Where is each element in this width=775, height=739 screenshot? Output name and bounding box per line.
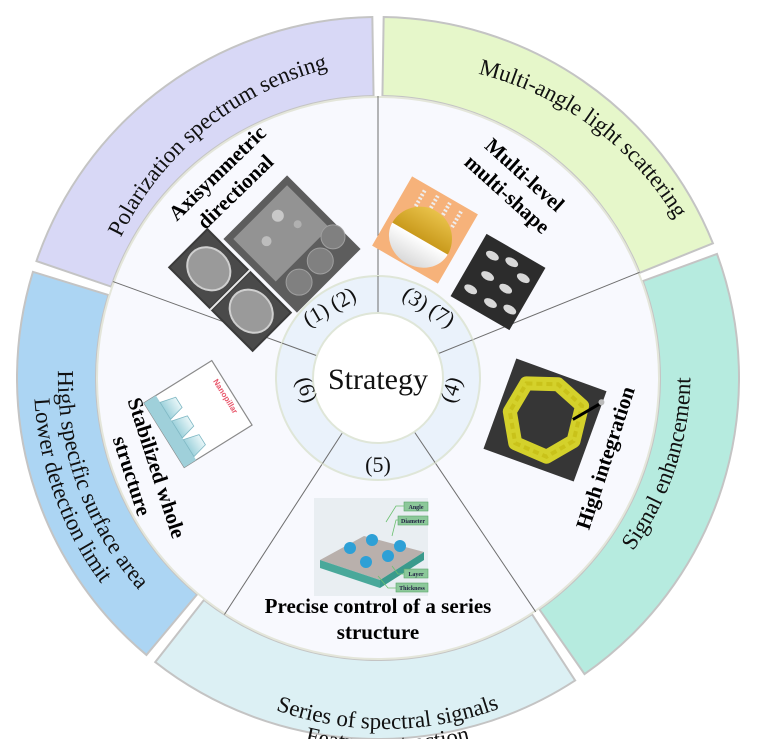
ring-dividers bbox=[281, 276, 473, 464]
strategy-line: structure bbox=[337, 620, 419, 644]
svg-text:Layer: Layer bbox=[408, 572, 424, 578]
divider-line bbox=[223, 463, 323, 615]
ring-divider-line bbox=[438, 339, 473, 355]
parameter-schematic-image: Angle Diameter Layer Thickness bbox=[314, 498, 429, 596]
schematic-tag-thickness: Thickness bbox=[395, 582, 429, 593]
svg-text:Thickness: Thickness bbox=[399, 586, 425, 592]
hemisphere-nanocones-image bbox=[372, 176, 546, 331]
divider-line bbox=[434, 462, 537, 613]
strategy-label-precise-control: Precise control of a series structure bbox=[265, 594, 492, 644]
ref-number-series: (5) bbox=[365, 452, 391, 477]
sem-hexagonal-pillars-image bbox=[167, 175, 361, 353]
ring-divider-line bbox=[322, 432, 344, 464]
divider-line bbox=[472, 271, 640, 341]
center-label: Strategy bbox=[328, 363, 428, 396]
outer-ring bbox=[16, 16, 740, 739]
center-circle bbox=[312, 312, 444, 444]
strategy-line: Precise control of a series bbox=[265, 594, 492, 618]
svg-text:Diameter: Diameter bbox=[401, 519, 425, 525]
yellow-ring-structure-image bbox=[483, 358, 607, 482]
schematic-tag-layer: Layer bbox=[403, 568, 429, 579]
svg-text:Angle: Angle bbox=[409, 505, 424, 511]
ring-divider-line bbox=[413, 431, 436, 463]
schematic-tag-angle: Angle bbox=[403, 501, 429, 512]
nanopillar-image: Nanopillar bbox=[143, 359, 253, 469]
schematic-tag-diameter: Diameter bbox=[397, 515, 429, 526]
ring-divider-line bbox=[281, 342, 318, 357]
